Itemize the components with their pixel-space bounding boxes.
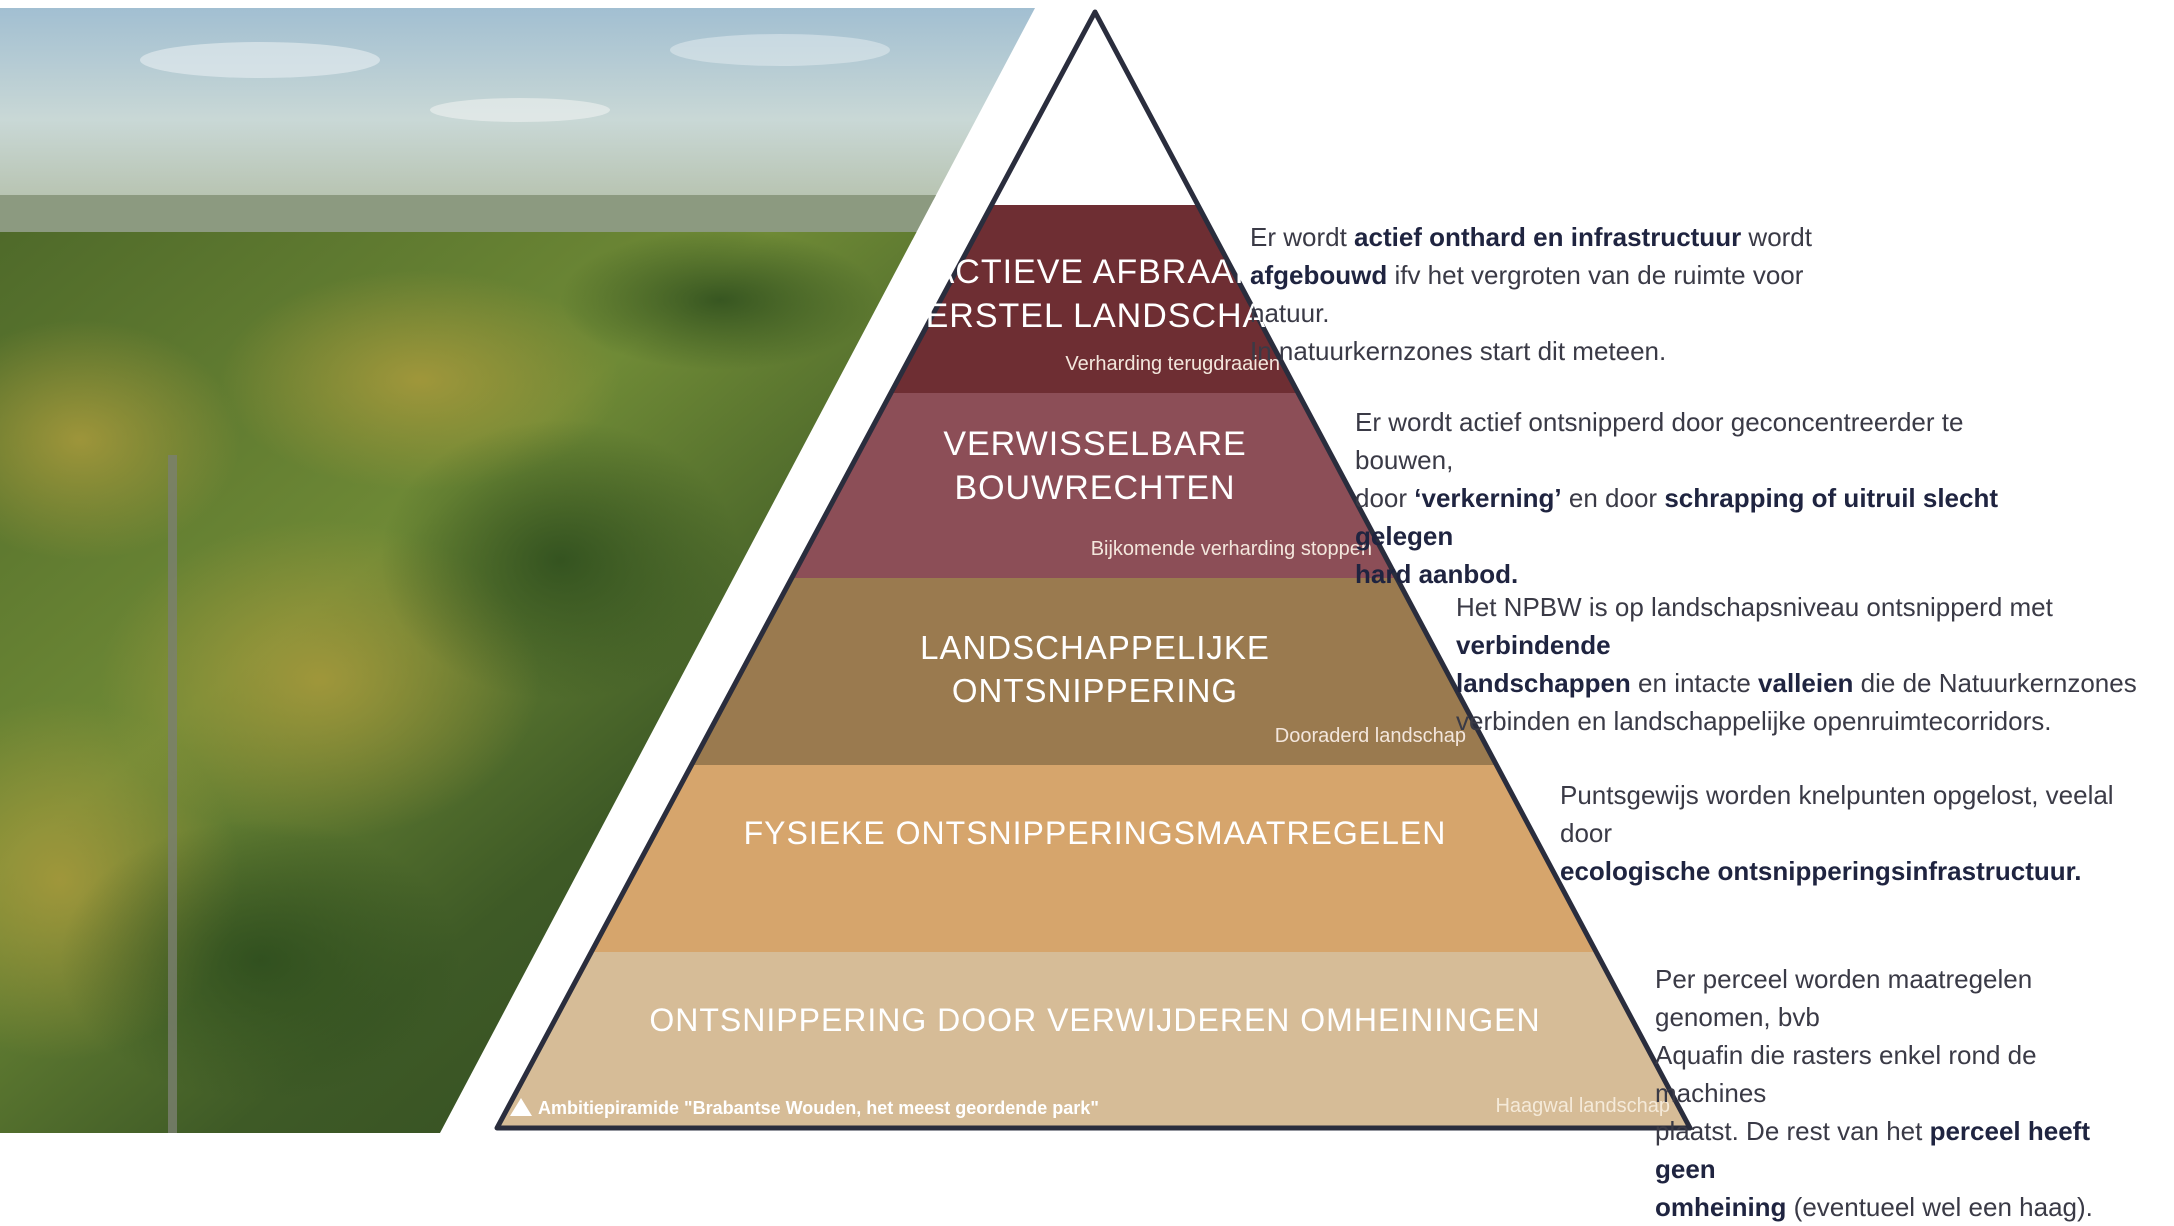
tier-5-title-line-1: ONTSNIPPERING DOOR VERWIJDEREN OMHEINING… bbox=[649, 1002, 1541, 1038]
pyramid-tier-4 bbox=[591, 765, 1597, 952]
description-bold-text: landschappen bbox=[1456, 668, 1631, 698]
description-bold-text: schrapping of uitruil slecht gelegen bbox=[1355, 483, 1999, 551]
description-text: Puntsgewijs worden knelpunten opgelost, … bbox=[1560, 780, 2114, 848]
description-bold-text: omheining bbox=[1655, 1192, 1787, 1222]
pyramid-tier-2 bbox=[791, 393, 1397, 578]
description-text: (eventueel wel een haag). bbox=[1786, 1192, 2093, 1222]
description-bold-text: valleien bbox=[1758, 668, 1854, 698]
description-text: Aquafin die rasters enkel rond de machin… bbox=[1655, 1040, 2037, 1108]
description-line: Het NPBW is op landschapsniveau ontsnipp… bbox=[1456, 588, 2156, 664]
description-line: landschappen en intacte valleien die de … bbox=[1456, 664, 2156, 702]
description-text: Het NPBW is op landschapsniveau ontsnipp… bbox=[1456, 592, 2053, 622]
description-bold-text: afgebouwd bbox=[1250, 260, 1388, 290]
pyramid-tier-3 bbox=[691, 578, 1497, 765]
description-line: omheining (eventueel wel een haag). bbox=[1655, 1188, 2155, 1226]
description-tier-1: Er wordt actief onthard en infrastructuu… bbox=[1250, 218, 1890, 370]
tier-4-title: FYSIEKE ONTSNIPPERINGSMAATREGELEN bbox=[740, 813, 1450, 855]
description-bold-text: ‘verkerning’ bbox=[1414, 483, 1562, 513]
tier-5-title: ONTSNIPPERING DOOR VERWIJDEREN OMHEINING… bbox=[640, 1000, 1550, 1042]
tier-5-subtitle: Haagwal landschap bbox=[1495, 1095, 1670, 1117]
description-text: door bbox=[1355, 483, 1415, 513]
tier-3-title: LANDSCHAPPELIJKE ONTSNIPPERING bbox=[780, 627, 1410, 713]
tier-1-title: ACTIEVE AFBRAAK HERSTEL LANDSCHAP bbox=[900, 250, 1290, 338]
description-text: en door bbox=[1561, 483, 1665, 513]
pyramid-caption: Ambitiepiramide "Brabantse Wouden, het m… bbox=[510, 1098, 1099, 1119]
description-line: door ‘verkerning’ en door schrapping of … bbox=[1355, 479, 2055, 555]
description-line: Puntsgewijs worden knelpunten opgelost, … bbox=[1560, 776, 2120, 852]
description-tier-4: Puntsgewijs worden knelpunten opgelost, … bbox=[1560, 776, 2120, 890]
pyramid-tier-1 bbox=[890, 205, 1299, 393]
tier-3-title-line-1: LANDSCHAPPELIJKE ONTSNIPPERING bbox=[920, 629, 1270, 709]
description-bold-text: ecologische ontsnipperingsinfrastructuur… bbox=[1560, 856, 2082, 886]
tier-4-title-line-1: FYSIEKE ONTSNIPPERINGSMAATREGELEN bbox=[743, 815, 1447, 851]
description-line: verbinden en landschappelijke openruimte… bbox=[1456, 702, 2156, 740]
description-tier-2: Er wordt actief ontsnipperd door geconce… bbox=[1355, 403, 2055, 593]
description-line: plaatst. De rest van het perceel heeft g… bbox=[1655, 1112, 2155, 1188]
description-text: en intacte bbox=[1630, 668, 1759, 698]
description-line: In natuurkernzones start dit meteen. bbox=[1250, 332, 1890, 370]
tier-1-title-line-1: ACTIEVE AFBRAAK bbox=[931, 253, 1259, 291]
description-text: Er wordt actief ontsnipperd door geconce… bbox=[1355, 407, 1964, 475]
description-bold-text: hard aanbod. bbox=[1355, 559, 1519, 589]
tier-3-subtitle: Dooraderd landschap bbox=[1274, 725, 1466, 747]
tier-2-title: VERWISSELBARE BOUWRECHTEN bbox=[900, 422, 1290, 510]
pyramid-tip bbox=[991, 12, 1198, 205]
description-line: Per perceel worden maatregelen genomen, … bbox=[1655, 960, 2155, 1036]
pyramid-scene bbox=[0, 8, 1693, 1133]
description-text: ifv het vergroten van de ruimte voor nat… bbox=[1250, 260, 1804, 328]
description-bold-text: verbindende bbox=[1456, 630, 1611, 660]
description-text: Er wordt bbox=[1250, 222, 1355, 252]
description-text: wordt bbox=[1741, 222, 1812, 252]
tier-2-subtitle: Bijkomende verharding stoppen bbox=[1090, 538, 1372, 560]
description-tier-3: Het NPBW is op landschapsniveau ontsnipp… bbox=[1456, 588, 2156, 740]
description-text: plaatst. De rest van het bbox=[1655, 1116, 1930, 1146]
description-line: Aquafin die rasters enkel rond de machin… bbox=[1655, 1036, 2155, 1112]
description-text: die de Natuurkernzones bbox=[1853, 668, 2137, 698]
tier-2-title-line-2: BOUWRECHTEN bbox=[954, 469, 1236, 508]
description-line: ecologische ontsnipperingsinfrastructuur… bbox=[1560, 852, 2120, 890]
caption-text: Ambitiepiramide "Brabantse Wouden, het m… bbox=[538, 1098, 1099, 1118]
description-line: Er wordt actief onthard en infrastructuu… bbox=[1250, 218, 1890, 256]
description-line: hard aanbod. bbox=[1355, 555, 2055, 593]
description-text: verbinden en landschappelijke openruimte… bbox=[1456, 706, 2052, 736]
description-tier-5: Per perceel worden maatregelen genomen, … bbox=[1655, 960, 2155, 1226]
description-line: afgebouwd ifv het vergroten van de ruimt… bbox=[1250, 256, 1890, 332]
description-line: Er wordt actief ontsnipperd door geconce… bbox=[1355, 403, 2055, 479]
description-bold-text: actief onthard en infrastructuur bbox=[1354, 222, 1742, 252]
tier-1-title-line-2: HERSTEL LANDSCHAP bbox=[900, 297, 1290, 336]
description-text: Per perceel worden maatregelen genomen, … bbox=[1655, 964, 2033, 1032]
triangle-icon bbox=[510, 1098, 532, 1116]
description-text: In natuurkernzones start dit meteen. bbox=[1250, 336, 1667, 366]
pyramid-outline bbox=[494, 9, 1693, 1131]
tier-2-title-line-1: VERWISSELBARE bbox=[943, 425, 1247, 463]
pyramid-tier-5 bbox=[497, 952, 1690, 1128]
pyramid bbox=[497, 12, 1690, 1128]
tier-1-subtitle: Verharding terugdraaien bbox=[1065, 353, 1280, 375]
